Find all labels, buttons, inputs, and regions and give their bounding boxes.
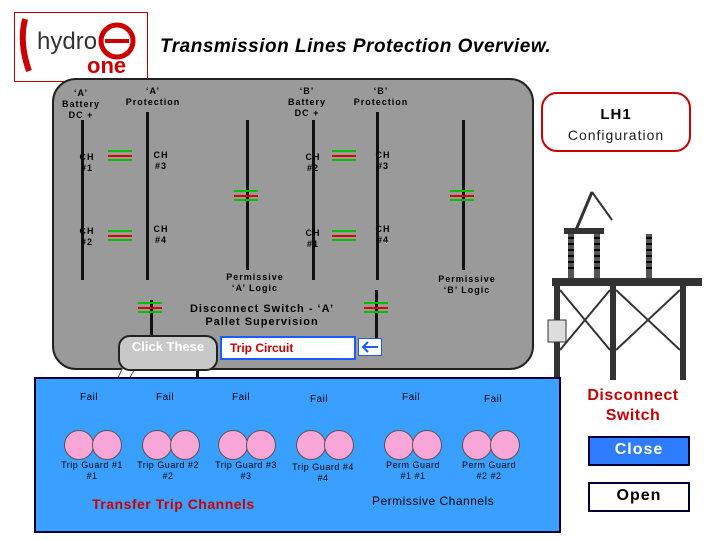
perm-guard-2-indicator[interactable] <box>462 430 492 460</box>
trip-guard-3b-indicator[interactable] <box>246 430 276 460</box>
ch-b3-label: CH #3 <box>375 150 391 171</box>
contact-a1 <box>108 150 132 161</box>
b-protection-bus <box>376 112 379 280</box>
trip-bus-left <box>150 300 153 340</box>
trip-guard-4-indicator[interactable] <box>296 430 326 460</box>
trip-guard-2-indicator[interactable] <box>142 430 172 460</box>
trip-arrow-icon <box>358 338 382 356</box>
tt-fail-3: Fail <box>232 392 251 403</box>
trip-guard-4b-indicator[interactable] <box>324 430 354 460</box>
a-protection-label: ‘A’ Protection <box>125 86 181 107</box>
ch-b2-label: CH #2 <box>305 152 321 173</box>
ch-a4-label: CH #4 <box>153 224 169 245</box>
permissive-channels-title: Permissive Channels <box>372 494 495 508</box>
contact-supervision-a <box>138 302 162 313</box>
ch-b4-label: CH #4 <box>375 224 391 245</box>
lh1-config-label: Configuration <box>567 127 665 143</box>
protection-panel <box>52 78 534 370</box>
b-battery-bus <box>312 120 315 280</box>
trip-guard-1-indicator[interactable] <box>64 430 94 460</box>
page-title: Transmission Lines Protection Overview. <box>160 36 552 57</box>
transfer-trip-title: Transfer Trip Channels <box>92 496 255 512</box>
ch-a2-label: CH #2 <box>79 226 95 247</box>
trip-guard-1b-indicator[interactable] <box>92 430 122 460</box>
perm-guard-2-label: Perm Guard #2 #2 <box>461 460 517 481</box>
logo-text-hydro: hydro <box>37 28 97 55</box>
a-battery-bus <box>81 120 84 280</box>
a-battery-label: ‘A’ Battery DC + <box>61 88 100 120</box>
perm-fail-2: Fail <box>484 394 503 405</box>
tt-fail-2: Fail <box>156 392 175 403</box>
tt-fail-1: Fail <box>80 392 99 403</box>
trip-circuit-box: Trip Circuit <box>220 336 356 360</box>
ch-a1-label: CH #1 <box>79 152 95 173</box>
disconnect-supervision-label: Disconnect Switch - ‘A’ Pallet Supervisi… <box>189 303 335 328</box>
contact-supervision-b <box>364 302 388 313</box>
contact-b-logic <box>450 190 474 201</box>
permissive-a-label: Permissive ‘A’ Logic <box>226 272 284 293</box>
a-protection-bus <box>146 112 149 280</box>
perm-guard-1b-indicator[interactable] <box>412 430 442 460</box>
trip-guard-2-label: Trip Guard #2 #2 <box>137 460 199 481</box>
lh1-label: LH1 <box>600 106 632 123</box>
ch-b1-label: CH #1 <box>305 228 321 249</box>
perm-fail-1: Fail <box>402 392 421 403</box>
perm-guard-1-label: Perm Guard #1 #1 <box>385 460 441 481</box>
perm-guard-1-indicator[interactable] <box>384 430 414 460</box>
trip-guard-3-label: Trip Guard #3 #3 <box>215 460 277 481</box>
trip-guard-2b-indicator[interactable] <box>170 430 200 460</box>
logo-graphic: hydro one <box>17 15 145 79</box>
ch-a3-label: CH #3 <box>153 150 169 171</box>
perm-guard-2b-indicator[interactable] <box>490 430 520 460</box>
b-battery-label: ‘B’ Battery DC + <box>287 86 326 118</box>
contact-a-logic <box>234 190 258 201</box>
disconnect-switch-label: Disconnect Switch <box>587 387 679 424</box>
trip-guard-1-label: Trip Guard #1 #1 <box>61 460 123 481</box>
lh1-configuration-box[interactable]: LH1 Configuration <box>541 92 691 152</box>
hydro-one-logo: hydro one <box>14 12 148 82</box>
contact-b2 <box>332 150 356 161</box>
tt-fail-4: Fail <box>310 394 329 405</box>
close-button[interactable]: Close <box>588 436 690 466</box>
open-button[interactable]: Open <box>588 482 690 512</box>
trip-bus-right <box>375 290 378 340</box>
contact-a2 <box>108 230 132 241</box>
permissive-b-label: Permissive ‘B’ Logic <box>438 274 496 295</box>
trip-guard-3-indicator[interactable] <box>218 430 248 460</box>
b-protection-label: ‘B’ Protection <box>353 86 409 107</box>
contact-b1 <box>332 230 356 241</box>
click-these-button[interactable]: Click These <box>118 335 218 371</box>
substation-disconnect-switch-illustration <box>540 180 718 380</box>
trip-guard-4-label: Trip Guard #4 #4 <box>292 462 354 483</box>
